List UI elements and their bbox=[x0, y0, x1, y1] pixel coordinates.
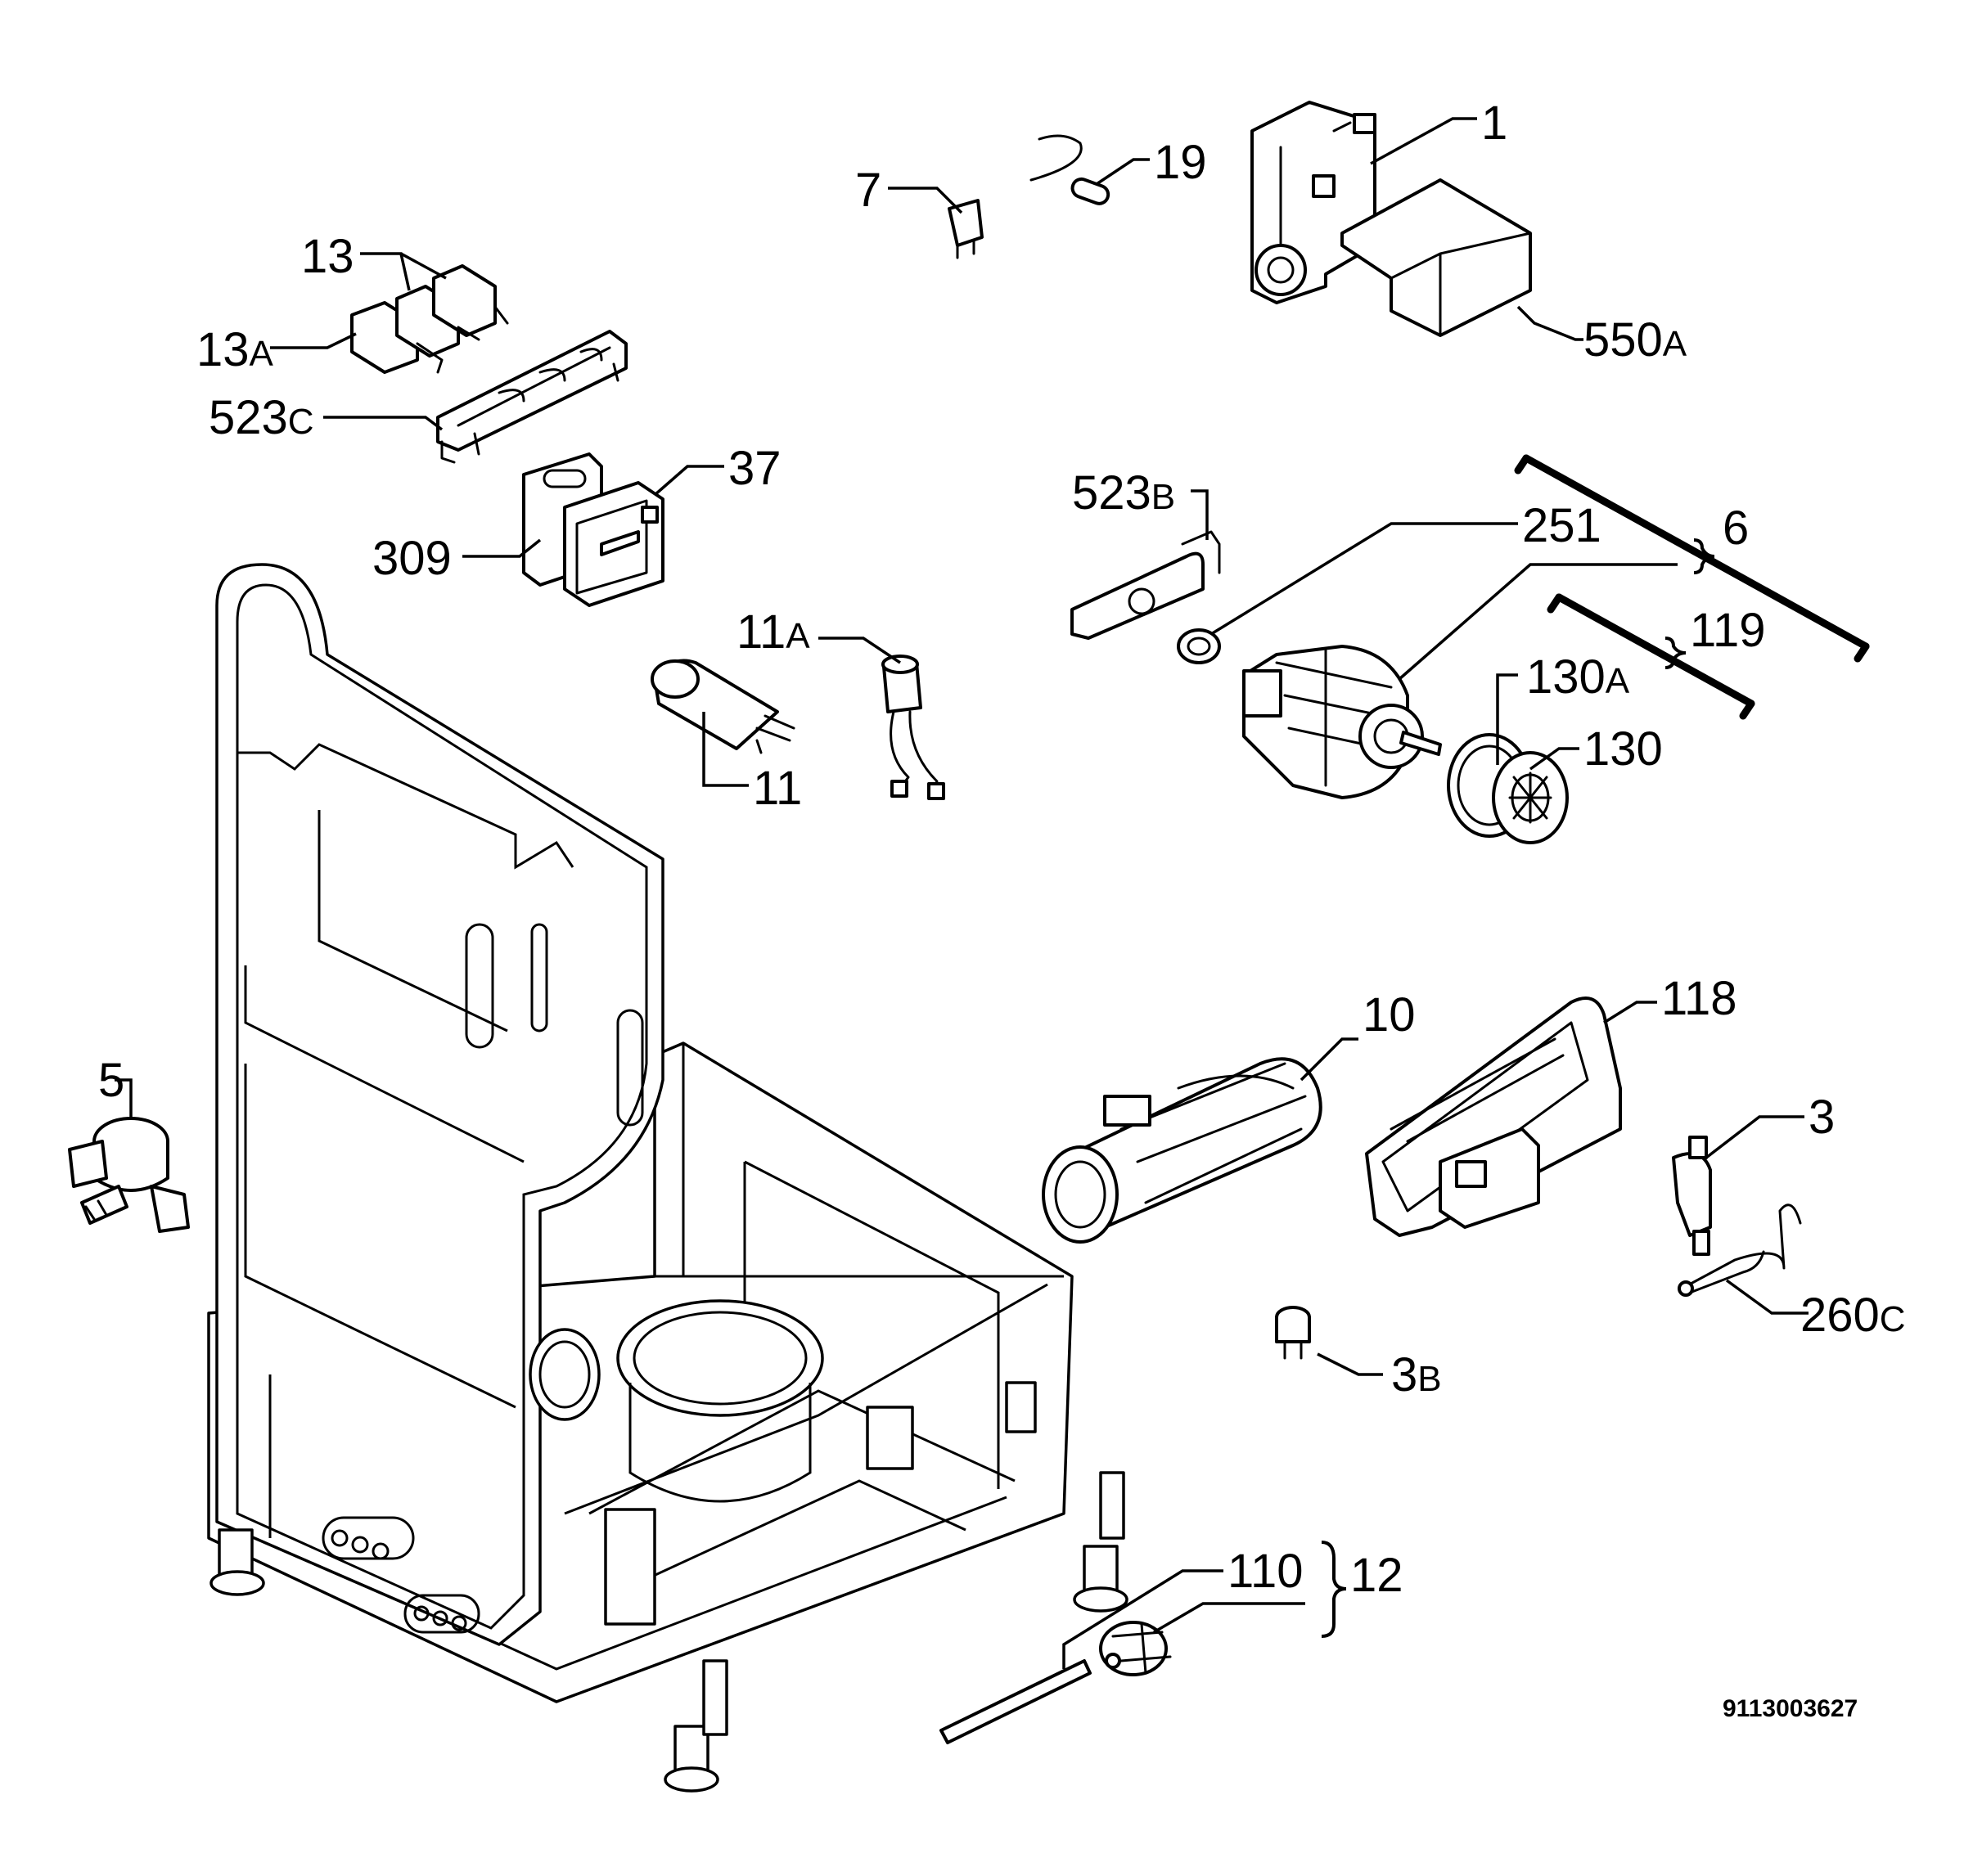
label-12: 12 bbox=[1350, 1549, 1403, 1602]
label-11a-number: 11 bbox=[736, 605, 786, 659]
label-3b: 3B bbox=[1391, 1348, 1442, 1401]
label-119: 119 bbox=[1690, 604, 1765, 657]
label-11: 11 bbox=[753, 762, 802, 815]
part-element-110 bbox=[939, 1621, 1172, 1744]
part-capacitor-11 bbox=[651, 659, 795, 754]
callout-labels: 1 19 7 13 13A 550A 523C 37 309 523B 251 … bbox=[98, 97, 1906, 1722]
label-5: 5 bbox=[98, 1054, 124, 1107]
label-3: 3 bbox=[1809, 1091, 1835, 1144]
label-130a-suffix: A bbox=[1606, 661, 1630, 701]
document-number: 9113003627 bbox=[1723, 1695, 1858, 1722]
label-19: 19 bbox=[1154, 136, 1207, 189]
label-130a-number: 130 bbox=[1526, 650, 1606, 704]
part-clip-7 bbox=[948, 199, 984, 259]
part-timer bbox=[1250, 101, 1376, 304]
label-550a-suffix: A bbox=[1663, 324, 1687, 364]
label-309: 309 bbox=[372, 532, 452, 585]
part-softener-118 bbox=[1365, 996, 1622, 1237]
label-523c-number: 523 bbox=[209, 391, 288, 444]
label-523b-suffix: B bbox=[1151, 477, 1175, 517]
label-11a-suffix: A bbox=[786, 616, 810, 656]
label-260c-number: 260 bbox=[1800, 1289, 1880, 1342]
braces bbox=[1321, 538, 1715, 1638]
label-10: 10 bbox=[1363, 988, 1416, 1041]
label-260c: 260C bbox=[1800, 1289, 1906, 1342]
label-523c-suffix: C bbox=[288, 402, 314, 442]
label-523c: 523C bbox=[209, 391, 314, 444]
label-130a: 130A bbox=[1526, 650, 1630, 704]
label-13a: 13A bbox=[196, 323, 274, 376]
part-switches-13 bbox=[350, 264, 509, 374]
part-box-550a bbox=[1340, 178, 1532, 337]
label-7: 7 bbox=[855, 164, 881, 217]
label-260c-suffix: C bbox=[1880, 1299, 1906, 1339]
part-knob-37 bbox=[563, 481, 664, 607]
label-6: 6 bbox=[1723, 502, 1749, 555]
part-clip-260c bbox=[1678, 1203, 1802, 1297]
part-suppressor-11a bbox=[881, 655, 945, 800]
part-grommet-251 bbox=[1177, 628, 1221, 664]
label-523b-number: 523 bbox=[1072, 466, 1151, 520]
part-sensor-19 bbox=[1029, 134, 1110, 205]
label-37: 37 bbox=[728, 442, 782, 495]
label-550a-number: 550 bbox=[1583, 313, 1663, 367]
label-251: 251 bbox=[1522, 499, 1601, 552]
part-motor-6 bbox=[1242, 645, 1442, 799]
label-1: 1 bbox=[1481, 97, 1507, 150]
label-11a: 11A bbox=[736, 605, 810, 659]
label-110: 110 bbox=[1228, 1545, 1303, 1598]
label-13a-suffix: A bbox=[250, 334, 274, 374]
part-sensor-3b bbox=[1275, 1306, 1311, 1360]
part-bracket-523b bbox=[1070, 530, 1221, 640]
label-118: 118 bbox=[1661, 972, 1737, 1025]
part-impeller-130 bbox=[1447, 733, 1569, 844]
part-sensor-3 bbox=[1672, 1136, 1712, 1256]
label-523b: 523B bbox=[1072, 466, 1175, 520]
leader-lines bbox=[115, 117, 1809, 1669]
label-130: 130 bbox=[1583, 722, 1663, 776]
part-holder-523c bbox=[436, 330, 628, 464]
part-heater-10 bbox=[1042, 1057, 1322, 1244]
part-valve-5 bbox=[68, 1117, 190, 1233]
appliance-frame bbox=[207, 563, 1128, 1793]
label-13: 13 bbox=[301, 230, 354, 283]
label-3b-number: 3 bbox=[1391, 1348, 1417, 1401]
label-550a: 550A bbox=[1583, 313, 1687, 367]
label-3b-suffix: B bbox=[1417, 1359, 1441, 1399]
label-13a-number: 13 bbox=[196, 323, 250, 376]
grouping-lines bbox=[1514, 454, 1870, 720]
